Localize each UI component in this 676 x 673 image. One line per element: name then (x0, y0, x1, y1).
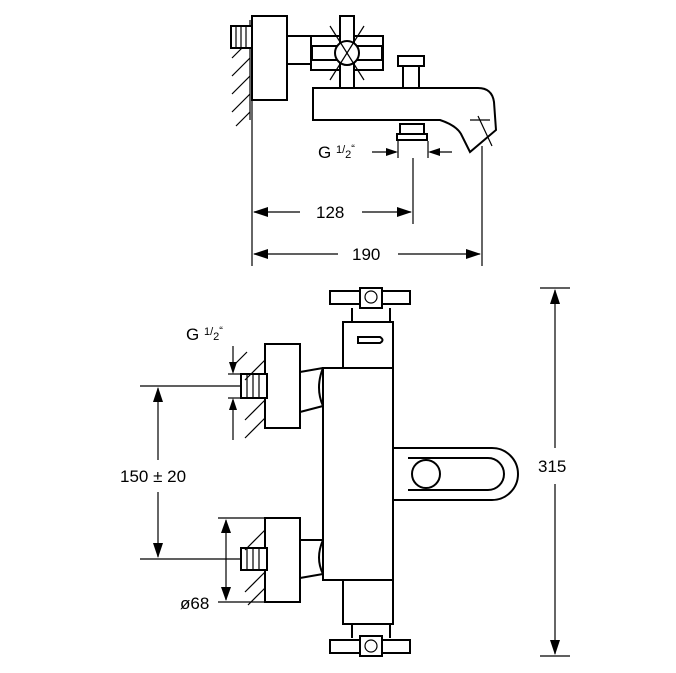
spout-front (392, 447, 519, 501)
dim-190-label: 190 (352, 245, 380, 264)
inlet-upper (233, 343, 324, 439)
inlet-lower (240, 517, 324, 606)
mixer-body-front (322, 367, 394, 581)
thread-label-front: G 1/2“ (186, 325, 223, 344)
dim-150-label: 150 ± 20 (120, 467, 186, 486)
dim-315-label: 315 (538, 457, 566, 476)
dim-diameter-label: ø68 (180, 594, 209, 613)
dim-128-label: 128 (316, 203, 344, 222)
dim-diameter (218, 517, 265, 603)
escutcheon-top (251, 15, 288, 101)
diverter-knob-top (397, 55, 425, 89)
connector-arm-top (286, 35, 314, 65)
spout-top (312, 87, 498, 154)
thread-connector-top (230, 25, 254, 49)
cross-handle-top (311, 15, 383, 95)
dim-128 (253, 207, 412, 217)
thread-label-top: G 1/2“ (318, 143, 355, 162)
bottom-housing (342, 579, 394, 625)
thread-dim-top (372, 141, 452, 158)
thread-dim-front (228, 346, 241, 440)
cross-handle-front-top (329, 287, 411, 322)
top-housing (342, 321, 394, 369)
dim-150 (140, 385, 241, 560)
top-view: G 1/2“ 128 190 (230, 15, 498, 266)
front-view: G 1/2“ 150 ± 20 ø68 (120, 287, 570, 657)
dim-190 (253, 249, 481, 259)
cross-handle-front-bottom (329, 624, 411, 657)
dim-315 (540, 287, 570, 657)
outlet-top (396, 123, 428, 141)
